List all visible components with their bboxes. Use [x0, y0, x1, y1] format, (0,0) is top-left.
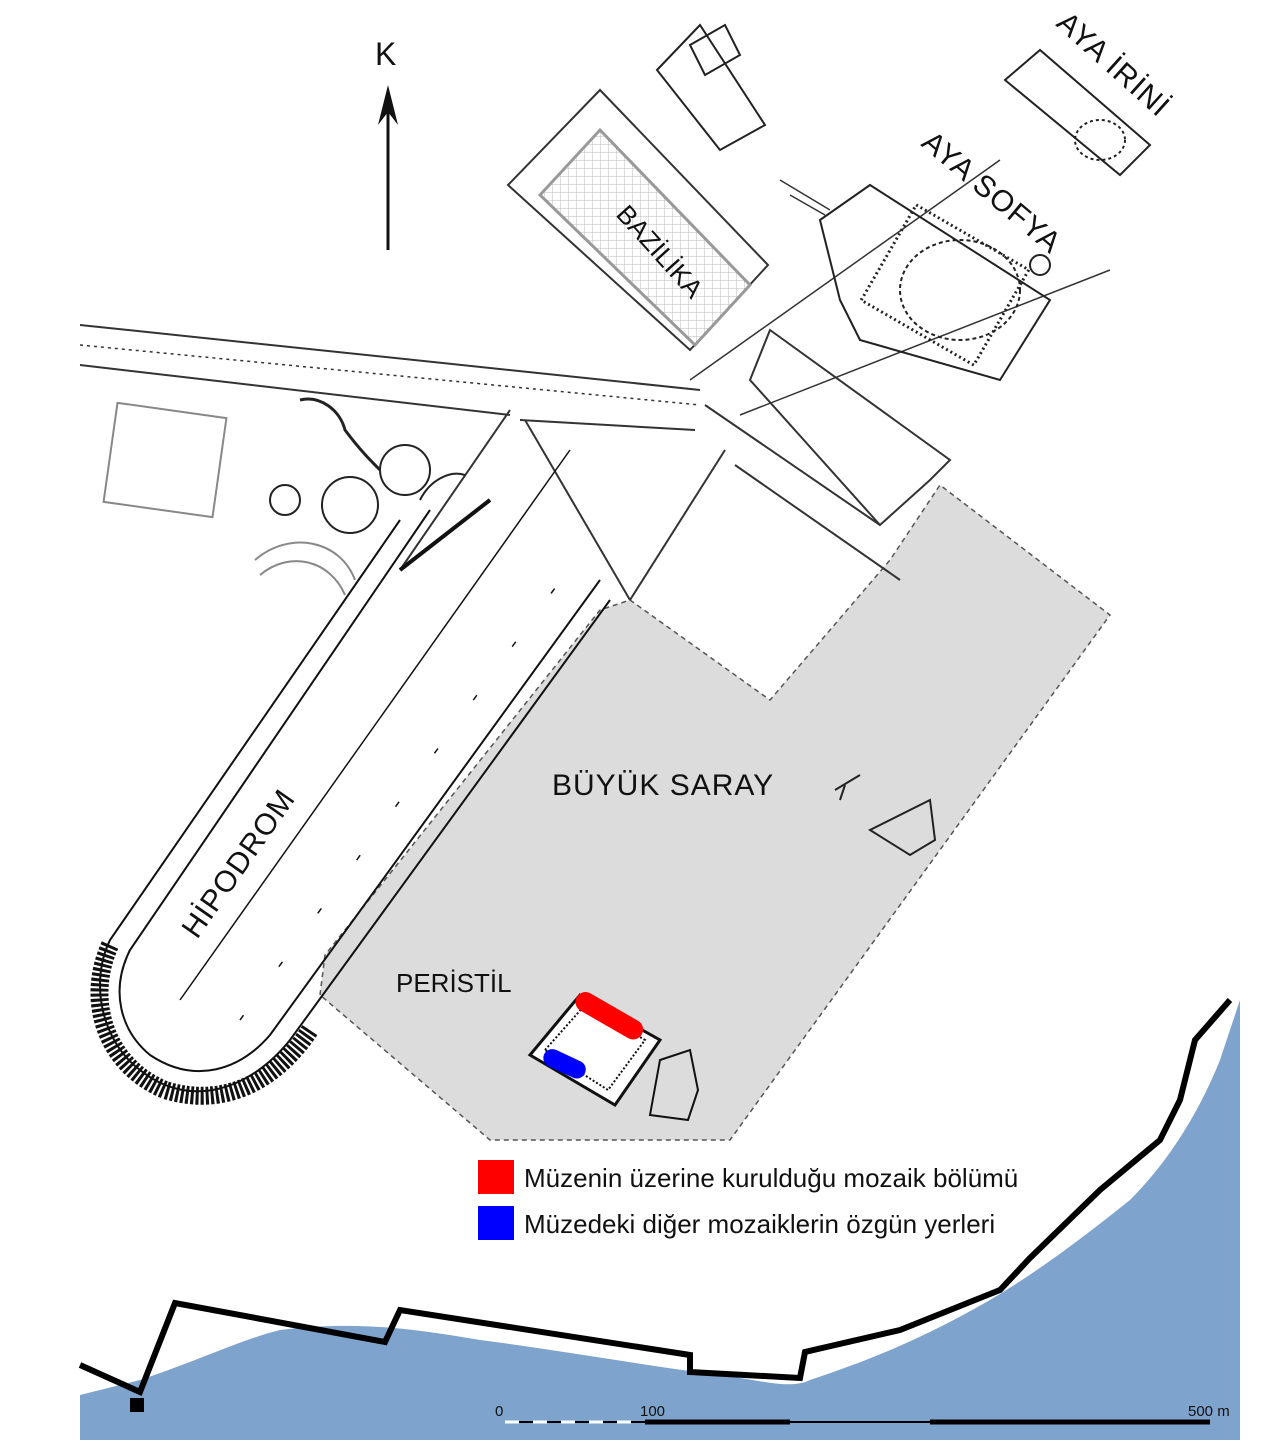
small-church-plan	[655, 23, 767, 152]
sea	[80, 1000, 1240, 1440]
label-aya-irini: AYA İRİNİ	[1050, 6, 1176, 124]
lausos-palace-ruins	[102, 397, 466, 596]
red-mosaic	[575, 992, 644, 1040]
hippodrome-plan	[90, 449, 611, 1105]
great-palace-area	[319, 483, 1112, 1141]
scale-start: 0	[495, 1403, 503, 1420]
legend-label: Müzenin üzerine kurulduğu mozaik bölümü	[524, 1163, 1018, 1193]
legend-swatch	[478, 1206, 514, 1240]
legend-label: Müzedeki diğer mozaiklerin özgün yerleri	[524, 1209, 995, 1239]
peristyle-plan	[527, 992, 700, 1122]
augustaion-square	[748, 328, 952, 527]
label-peristil: PERİSTİL	[396, 968, 512, 998]
aya-sofya-plan	[818, 183, 1052, 382]
label-aya-sofya: AYA SOFYA	[916, 125, 1068, 260]
label-buyuk-saray: BÜYÜK SARAY	[552, 769, 774, 802]
bazilika-cistern	[506, 88, 770, 352]
palace-ruins	[834, 774, 937, 857]
legend-swatch	[478, 1160, 514, 1194]
aya-irini-plan	[1003, 48, 1152, 177]
compass: K	[375, 36, 398, 250]
roads	[79, 159, 1111, 601]
label-hipodrom: HİPODROM	[176, 783, 302, 944]
legend: Müzenin üzerine kurulduğu mozaik bölümüM…	[478, 1160, 1018, 1240]
blue-mosaic	[543, 1049, 586, 1079]
sea-wall	[78, 998, 1233, 1397]
compass-label: K	[375, 36, 397, 72]
scale-mid: 100	[640, 1403, 665, 1420]
scale-bar: 0 100 500 m	[495, 1403, 1230, 1425]
tower	[130, 1398, 144, 1412]
scale-end: 500 m	[1188, 1403, 1230, 1420]
